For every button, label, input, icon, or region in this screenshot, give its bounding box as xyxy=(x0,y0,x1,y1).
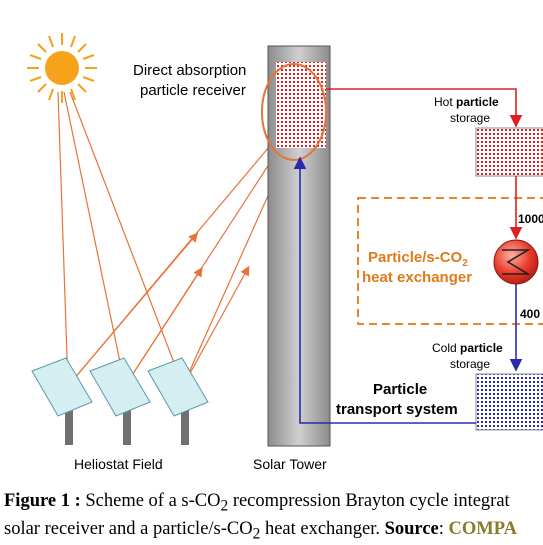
transport-label-line1: Particle xyxy=(373,381,427,398)
receiver-label-line2: particle receiver xyxy=(140,82,246,99)
particle-receiver xyxy=(276,62,326,148)
heliostat xyxy=(89,357,151,445)
caption-line-1: Figure 1 : Scheme of a s-CO2 recompressi… xyxy=(4,490,543,518)
particle-transport-line xyxy=(293,156,476,424)
source-value: COMPA xyxy=(448,518,518,539)
caption-text: solar receiver and a particle/s-CO xyxy=(4,518,253,539)
solar-tower-label: Solar Tower xyxy=(253,456,327,472)
cold-storage-label-line2: storage xyxy=(450,357,490,371)
incident-rays xyxy=(57,91,184,387)
caption-text: Scheme of a s-CO xyxy=(80,491,221,511)
heat-exchanger-icon xyxy=(493,239,539,285)
heliostat xyxy=(147,357,209,445)
heliostat-field-label: Heliostat Field xyxy=(74,456,163,472)
hot-storage-tank xyxy=(475,127,543,177)
heat-exchanger-boundary xyxy=(357,197,543,325)
transport-label-line2: transport system xyxy=(336,401,458,418)
heliostat xyxy=(31,357,93,445)
heliostat-field xyxy=(31,357,209,445)
temp-cold-label: 400 xyxy=(520,307,540,321)
hx-label-line1: Particle/s-CO2 xyxy=(368,249,468,269)
sun-icon xyxy=(27,33,97,103)
caption-text: recompression Brayton cycle integrat xyxy=(228,491,510,511)
caption-text: : xyxy=(438,518,449,539)
temp-hot-label: 1000 xyxy=(518,212,543,226)
caption-sub: 2 xyxy=(252,525,261,543)
hot-storage-label: Hot particle xyxy=(434,95,499,109)
caption-line-2: solar receiver and a particle/s-CO2 heat… xyxy=(4,518,543,545)
hot-storage-label-line2: storage xyxy=(450,111,490,125)
hot-particle-line xyxy=(326,88,523,128)
figure-caption: Figure 1 : Scheme of a s-CO2 recompressi… xyxy=(4,490,543,545)
caption-text: heat exchanger. xyxy=(260,518,385,539)
hx-label-line2: heat exchanger xyxy=(362,269,472,286)
cold-storage-label: Cold particle xyxy=(432,341,503,355)
figure-label: Figure 1 : xyxy=(4,491,81,511)
caption-sub: 2 xyxy=(220,497,229,515)
reflected-rays xyxy=(67,127,293,387)
receiver-label-line1: Direct absorption xyxy=(133,62,246,79)
source-label: Source xyxy=(384,518,439,539)
cold-storage-tank xyxy=(475,373,543,431)
